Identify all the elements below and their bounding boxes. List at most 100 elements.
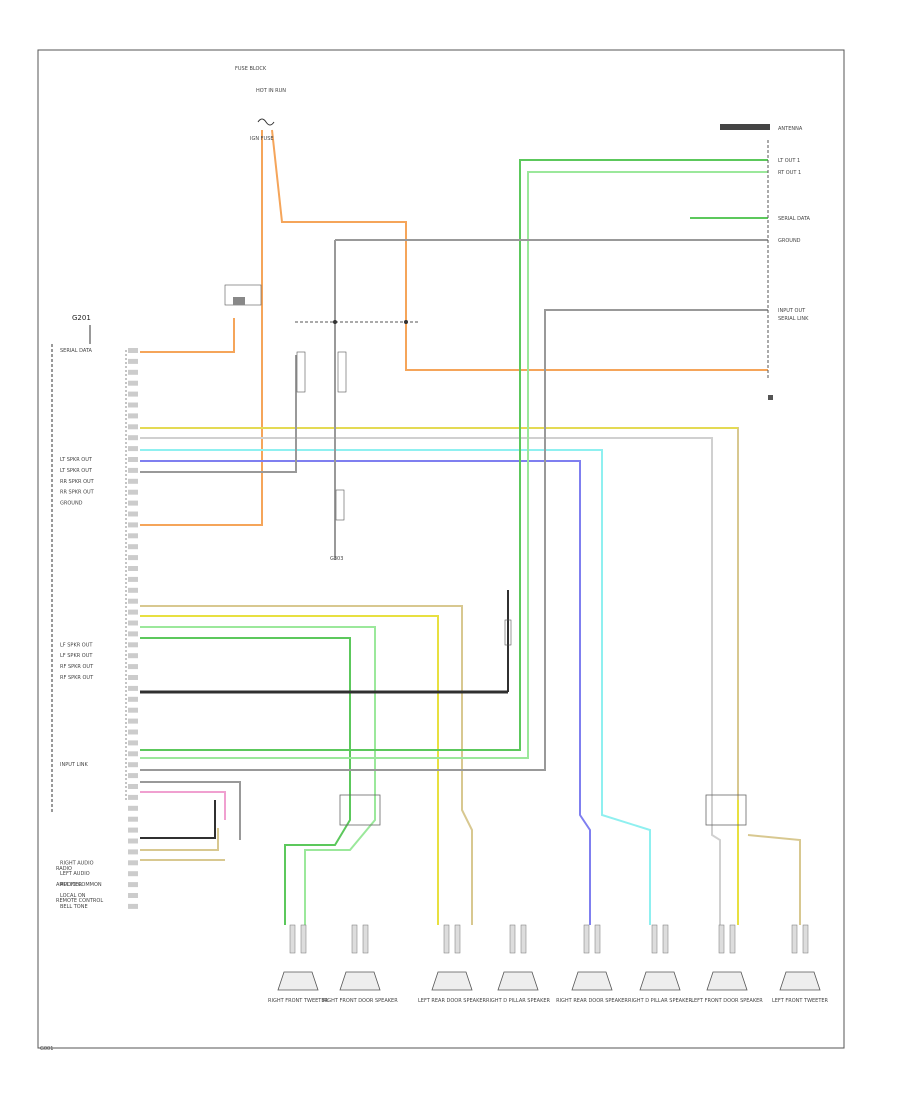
amp-pin-marker: [128, 424, 138, 430]
amp-pin-label: INPUT LINK: [60, 762, 89, 768]
amp-pin-marker: [128, 696, 138, 702]
amp-pin-marker: [128, 784, 138, 789]
wire-tan-lft: [747, 834, 801, 925]
speaker-icon: [339, 971, 381, 991]
amp-caption-line: RADIO: [56, 866, 72, 872]
speaker-label: RIGHT FRONT DOOR SPEAKER: [322, 998, 398, 1004]
amp-pin-marker: [128, 348, 138, 353]
amp-pin-label: AUDIO COMMON: [60, 882, 102, 888]
wire-gray-local: [140, 781, 241, 840]
speaker: LEFT FRONT DOOR SPEAKER: [691, 924, 763, 1004]
wire-lightgreen-rf: [140, 626, 376, 925]
amp-pin-marker: [128, 380, 138, 386]
amp-pin-label: SERIAL DATA: [60, 348, 93, 354]
wire-yellow-lf: [140, 615, 439, 925]
wire-green-right-audio: [140, 159, 768, 751]
wire-lightgreen-left-audio: [140, 171, 768, 759]
speaker-label: RIGHT D PILLAR SPEAKER: [628, 998, 693, 1004]
ground-ref-label: G201: [72, 314, 91, 322]
wire-tan-lf: [140, 605, 473, 925]
amp-pin-label: LT SPKR OUT: [60, 457, 93, 463]
amp-pin-marker: [128, 533, 138, 539]
amp-pin-marker: [128, 402, 138, 408]
speaker: RIGHT FRONT TWEETER: [268, 924, 328, 1004]
amp-pin-marker: [128, 576, 138, 582]
wire-tan-remote: [140, 828, 225, 861]
fuse-label-1: FUSE BLOCK: [235, 66, 267, 72]
footer-ref: G001: [40, 1046, 53, 1052]
wire-green-rf: [140, 637, 351, 925]
amp-pin-label: GROUND: [60, 501, 83, 507]
amp-pin-marker: [128, 675, 138, 680]
amp-pin-label: RIGHT AUDIO: [60, 860, 94, 866]
wire-orange-top: [271, 129, 768, 371]
amp-pin-marker: [128, 762, 138, 768]
fuse-label-2: HOT IN RUN: [256, 88, 286, 94]
wires: [140, 129, 801, 925]
radio-pin-label: INPUT OUT: [778, 308, 806, 314]
amp-pin-label: RR SPKR OUT: [60, 490, 95, 496]
amp-pin-marker: [128, 435, 138, 441]
wire-gray-ground: [140, 355, 297, 473]
amp-pin-marker: [128, 718, 138, 724]
amp-pin-marker: [128, 522, 138, 528]
amp-pin-marker: [128, 620, 138, 626]
amp-pin-marker: [128, 707, 138, 713]
wire-orange-ign: [140, 130, 263, 526]
amp-pin-marker: [128, 729, 138, 735]
speaker: LEFT REAR DOOR SPEAKER: [418, 924, 487, 1004]
speaker-connectors: [339, 794, 747, 826]
wire-blue-rr: [140, 460, 591, 925]
amp-pin-marker: [128, 740, 138, 746]
speaker: RIGHT D PILLAR SPEAKER: [628, 924, 693, 1004]
amp-pin-marker: [128, 358, 138, 364]
amp-pin-marker: [128, 838, 138, 844]
amp-pin-marker: [128, 609, 138, 615]
amp-pin-marker: [128, 631, 138, 637]
speaker-icon: [779, 971, 821, 991]
wire-cyan-rr: [140, 449, 651, 925]
amp-pin-marker: [128, 478, 138, 484]
amp-pin-label: LOCAL ON: [60, 893, 86, 899]
amp-pin-marker: [128, 664, 138, 670]
amp-pin-marker: [128, 751, 138, 757]
wire-white-lt: [140, 437, 713, 800]
radio-pin-label: SERIAL DATA: [778, 216, 811, 222]
amp-pin-marker: [128, 849, 138, 855]
amp-pin-marker: [128, 642, 138, 648]
amp-pin-marker: [128, 457, 138, 462]
amp-pin-marker: [128, 816, 138, 822]
amp-caption-line: AMPLIFIER: [56, 882, 83, 888]
radio-pin-label: LT OUT 1: [778, 158, 800, 164]
radio-pin-label: ANTENNA: [778, 126, 803, 132]
amp-pin-marker: [128, 903, 138, 909]
wire-black-remote: [140, 800, 216, 839]
amp-pin-marker: [128, 827, 138, 833]
amp-pin-label: LEFT AUDIO: [60, 871, 90, 877]
amp-pin-marker: [128, 794, 138, 800]
diagram-border: [37, 49, 845, 1049]
wire-pink-bell: [140, 791, 226, 820]
fuse-label-3: IGN FUSE: [250, 136, 274, 142]
amp-pin-marker: [128, 467, 138, 473]
amp-pin-marker: [128, 773, 138, 779]
speaker-icon: [431, 971, 473, 991]
speaker-label: LEFT REAR DOOR SPEAKER: [418, 998, 486, 1004]
amp-pin-marker: [128, 653, 138, 659]
speaker-icon: [571, 971, 613, 991]
amp-pin-marker: [128, 413, 138, 419]
amp-pin-marker: [128, 871, 138, 877]
amp-pin-label: RR SPKR OUT: [60, 479, 95, 485]
speaker-icon: [706, 971, 748, 991]
speaker: RIGHT REAR DOOR SPEAKER: [556, 924, 628, 1004]
amp-pin-marker: [128, 566, 138, 571]
amp-pin-label: LF SPKR OUT: [60, 653, 93, 659]
speaker: LEFT FRONT TWEETER: [772, 924, 829, 1004]
amp-pin-marker: [128, 544, 138, 550]
amp-pin-marker: [128, 805, 138, 811]
